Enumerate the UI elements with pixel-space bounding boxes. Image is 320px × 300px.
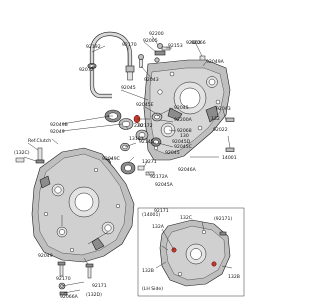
label-92045-low: 92045 [165, 150, 180, 156]
label-92153: 92153 [168, 43, 183, 49]
label-92005: 92005 [143, 38, 158, 44]
label-92045d: 92045D [172, 139, 191, 145]
label-14001: 14001 [222, 155, 237, 161]
inset-title: (14001) [142, 212, 160, 218]
inset-border [137, 207, 245, 297]
inset-label-92171: (92171) [214, 216, 232, 222]
label-92043-top: 92043 [144, 77, 159, 83]
bottom-bolts [57, 261, 94, 296]
label-220: 220 [134, 123, 143, 129]
exploded-parts-diagram: 92192 92072 92200 92005 92170 92043 9215… [14, 31, 245, 300]
label-92066: 92066 [191, 40, 206, 46]
label-92170: 92170 [122, 42, 137, 48]
label-92171: 92171 [92, 283, 107, 289]
label-92049b: 92049B [50, 122, 68, 128]
dowel-pin [225, 117, 235, 152]
inset-label-132b-left: 132B [142, 268, 154, 274]
label-132: 132 [211, 116, 220, 122]
label-92062: 92062 [186, 40, 201, 46]
inset-label-132c: 132C [180, 215, 192, 221]
upper-crankcase [143, 59, 231, 161]
inset-lh-side: (LH Side) [142, 286, 163, 292]
label-132d: (132D) [86, 292, 102, 298]
inset-label-132a: 132A [152, 224, 165, 230]
breather-hose [89, 31, 133, 99]
label-92049a: 92049A [206, 59, 225, 65]
label-130: 130 [180, 133, 189, 139]
breather-fitting [125, 65, 135, 81]
leader-lines [23, 35, 231, 294]
label-92049c: 92049C [102, 156, 120, 162]
label-92045-mid: 92045 [174, 105, 189, 111]
label-ref-clutch: Ref.Clutch [28, 138, 51, 144]
label-92068: 92068 [177, 128, 192, 134]
label-92072: 92072 [79, 67, 94, 73]
label-92045e: 92045E [136, 102, 154, 108]
label-92045a: 92045A [155, 182, 174, 188]
label-92171-inset: 92171 [154, 208, 169, 214]
label-13271: 13271 [142, 159, 157, 165]
label-92200a: 92200A [174, 117, 193, 123]
label-92046a: 92046A [178, 167, 197, 173]
label-92200: 92200 [149, 31, 164, 37]
clutch-shaft-parts [15, 147, 45, 164]
label-92172: 92172 [138, 123, 153, 129]
inset-panel: (14001) 132C (92171) 132A 132B 132B (LH … [137, 207, 245, 297]
label-92170-bottom: 92170 [56, 276, 71, 282]
part-labels: 92192 92072 92200 92005 92170 92043 9215… [14, 31, 237, 300]
label-92049-bottom: 92049 [38, 253, 53, 259]
inset-label-132b-right: 132B [228, 274, 240, 280]
label-92045-top: 92045 [121, 85, 136, 91]
label-132c: (132C) [14, 150, 30, 156]
label-92172a: 92172A [150, 174, 169, 180]
label-13183: 13183 [129, 136, 144, 142]
label-92192: 92192 [86, 44, 101, 50]
label-92049: 92049 [50, 129, 65, 135]
label-92066a: 92066A [60, 294, 79, 300]
label-92145: 92145 [139, 139, 154, 145]
label-92043-right: 92043 [216, 106, 231, 112]
label-92022: 92022 [213, 127, 228, 133]
lower-crankcase [31, 147, 135, 263]
label-92045c: 92045C [174, 144, 192, 150]
